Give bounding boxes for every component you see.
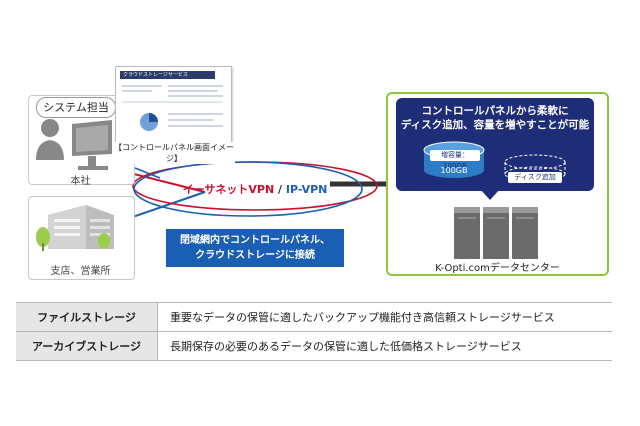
control-panel-screenshot: クラウドストレージサービス [115, 66, 232, 144]
service-desc-file: 重要なデータの保管に適したバックアップ機能付き高信頼ストレージサービス [157, 302, 612, 332]
service-name-file: ファイルストレージ [16, 302, 158, 332]
person-at-computer-icon [36, 119, 112, 170]
closed-network-line2: クラウドストレージに接続 [195, 250, 315, 261]
callout-line1: コントロールパネルから柔軟に [421, 105, 569, 117]
table-row: アーカイブストレージ 長期保存の必要のあるデータの保管に適した低価格ストレージサ… [16, 331, 612, 361]
disk-add-tag: ディスク追加 [508, 172, 562, 183]
disk-capacity-tag: 増容量：100GB [430, 150, 480, 170]
callout-line2: ディスク追加、容量を増やすことが可能 [400, 119, 590, 131]
callout-text: コントロールパネルから柔軟に ディスク追加、容量を増やすことが可能 [396, 104, 594, 132]
hq-to-vpn-blue-line [134, 167, 161, 179]
callout-pointer [480, 189, 500, 200]
closed-network-line1: 閉域網内でコントロールパネル、 [180, 235, 330, 246]
hq-caption: 本社 [70, 176, 91, 187]
closed-network-box: 閉域網内でコントロールパネル、 クラウドストレージに接続 [166, 229, 344, 267]
disk-size-label: 100GB [440, 166, 468, 175]
vpn-ethernet-label: イーサネットVPN [182, 183, 275, 196]
branch-caption: 支店、営業所 [50, 266, 111, 277]
server-rack-icon [454, 207, 538, 259]
office-building-icon [36, 205, 114, 251]
service-name-archive: アーカイブストレージ [16, 331, 158, 361]
control-panel-header: クラウドストレージサービス [120, 71, 215, 79]
service-table: ファイルストレージ 重要なデータの保管に適したバックアップ機能付き高信頼ストレー… [16, 302, 612, 361]
pie-icon [140, 113, 158, 131]
vpn-ellipse-blue [133, 161, 363, 217]
datacenter-label: K-Opti.comデータセンター [386, 259, 609, 274]
vpn-separator: / [274, 183, 286, 196]
control-panel-caption: 【コントロールパネル画面イメージ】 [113, 142, 235, 164]
vpn-label: イーサネットVPN / IP-VPN [170, 181, 340, 197]
vpn-ip-label: IP-VPN [285, 183, 328, 196]
network-diagram: システム担当 本社 支店、営業所 クラウドストレージサービス [28, 66, 609, 280]
table-row: ファイルストレージ 重要なデータの保管に適したバックアップ機能付き高信頼ストレー… [16, 302, 612, 332]
system-staff-label: システム担当 [36, 97, 116, 118]
service-desc-archive: 長期保存の必要のあるデータの保管に適した低価格ストレージサービス [157, 331, 612, 361]
